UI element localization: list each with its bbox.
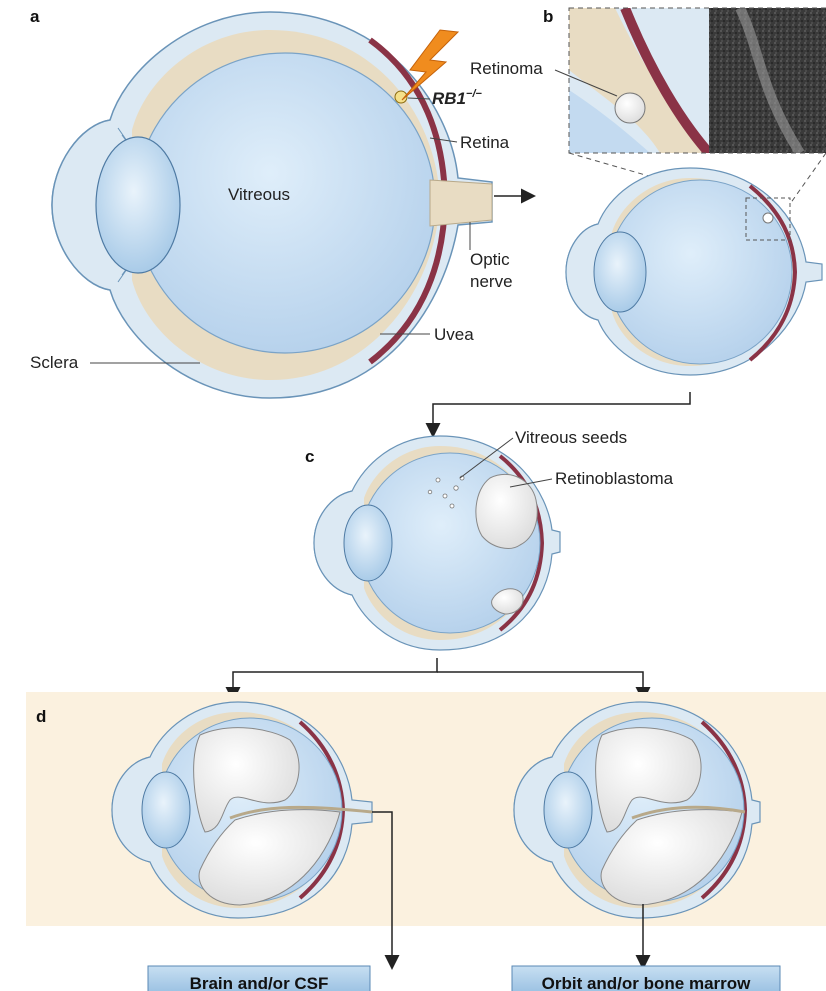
label-vitreous-seeds: Vitreous seeds [515,428,627,447]
label-retina: Retina [460,133,510,152]
label-optic-line1: Optic [470,250,510,269]
outcome-brain-label: Brain and/or CSF [190,974,329,991]
label-retinoma: Retinoma [470,59,543,78]
panel-label-d: d [36,707,46,726]
eye-panel-b: b Retinoma [470,7,826,375]
arrow-b-to-c [433,392,690,432]
panel-label-a: a [30,7,40,26]
lens-shape [96,137,180,273]
retinoblastoma-tumour [476,474,537,548]
outcome-orbit-label: Orbit and/or bone marrow [542,974,752,991]
panel-label-b: b [543,7,553,26]
label-sclera: Sclera [30,353,79,372]
retinoma-cell [615,93,645,123]
label-uvea: Uvea [434,325,474,344]
outcome-brain-box: Brain and/or CSF [148,966,370,991]
label-rb1: RB1−/− [432,88,482,108]
outcome-orbit-box: Orbit and/or bone marrow [512,966,780,991]
eye-panel-c: c Vitreous seeds Retinoblastoma [305,428,674,650]
label-retinoblastoma: Retinoblastoma [555,469,674,488]
label-optic-line2: nerve [470,272,513,291]
optic-nerve-shape [430,180,492,226]
retinoma-zoom-inset [569,8,826,153]
arrow-c-to-d-left [233,658,437,696]
label-vitreous: Vitreous [228,185,290,204]
eye-panel-a: a Vitreous RB1−/− Retina Optic nerve Uve… [30,7,513,398]
panel-label-c: c [305,447,314,466]
